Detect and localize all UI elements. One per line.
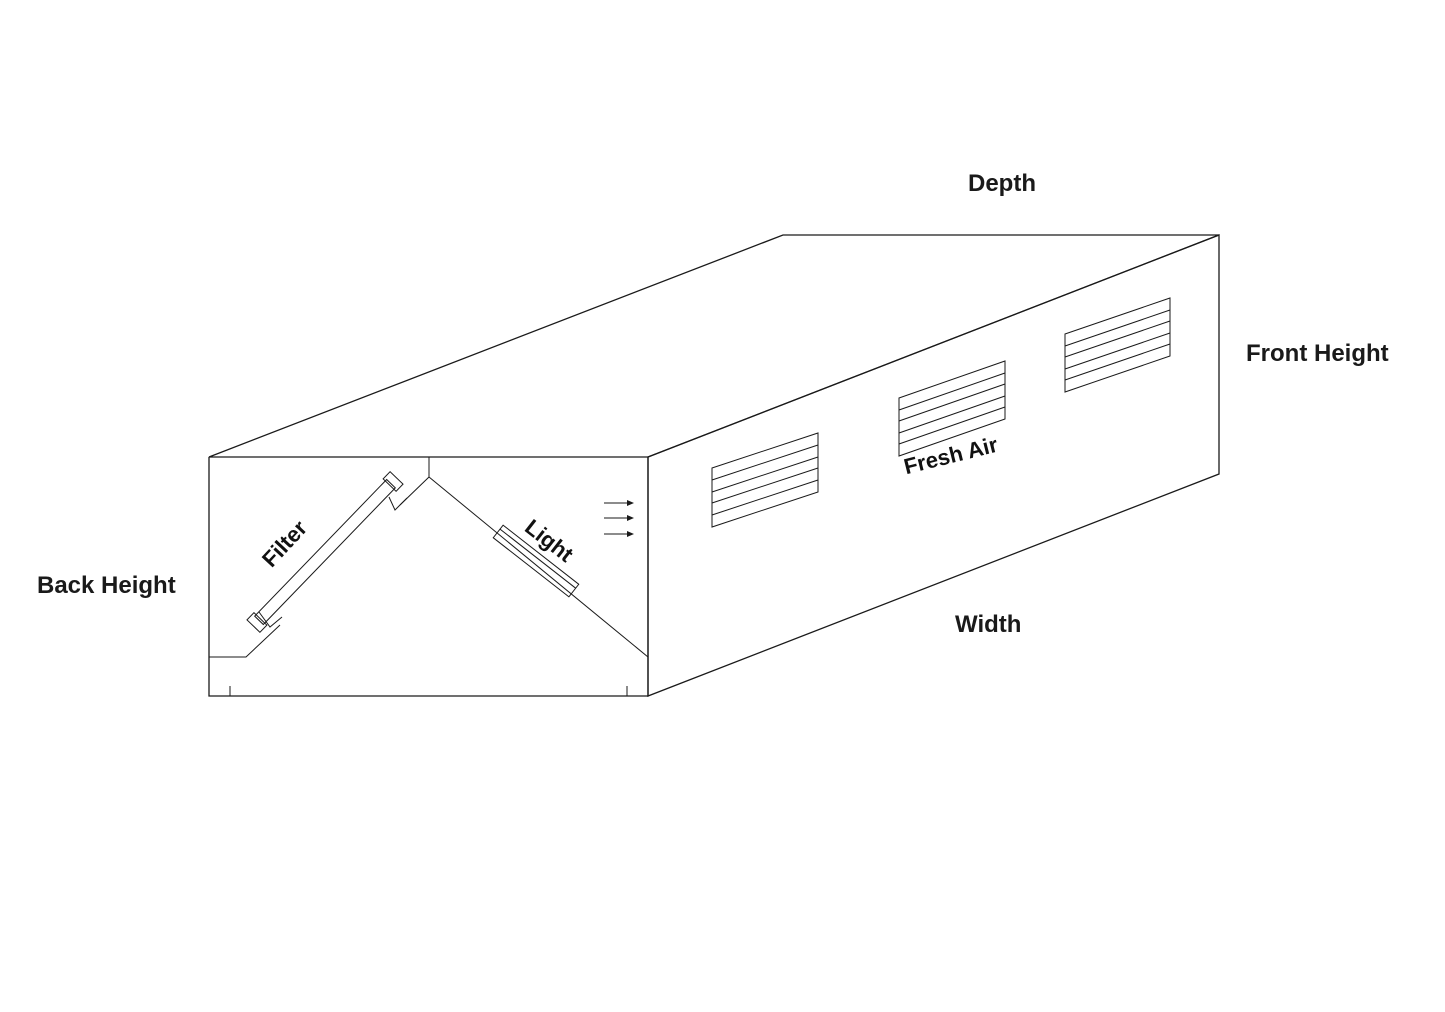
side-face	[647, 234, 1220, 697]
depth-label: Depth	[968, 170, 1036, 197]
vent-grille-2	[898, 360, 1006, 457]
vent-grille-3	[1064, 297, 1171, 393]
filter-clip-top	[388, 496, 408, 511]
back-height-label: Back Height	[37, 572, 176, 599]
vent-grille-1	[711, 432, 819, 528]
filter-clip-bottom	[258, 611, 283, 628]
airflow-arrows	[604, 500, 634, 537]
light-baffle-line	[428, 476, 649, 658]
end-face	[208, 457, 649, 697]
width-label: Width	[955, 611, 1022, 638]
top-face	[208, 234, 1220, 458]
light-fixture	[492, 524, 580, 598]
front-height-label: Front Height	[1246, 340, 1389, 367]
filter-lower-baffle	[209, 624, 281, 658]
filter-panel	[246, 470, 404, 634]
